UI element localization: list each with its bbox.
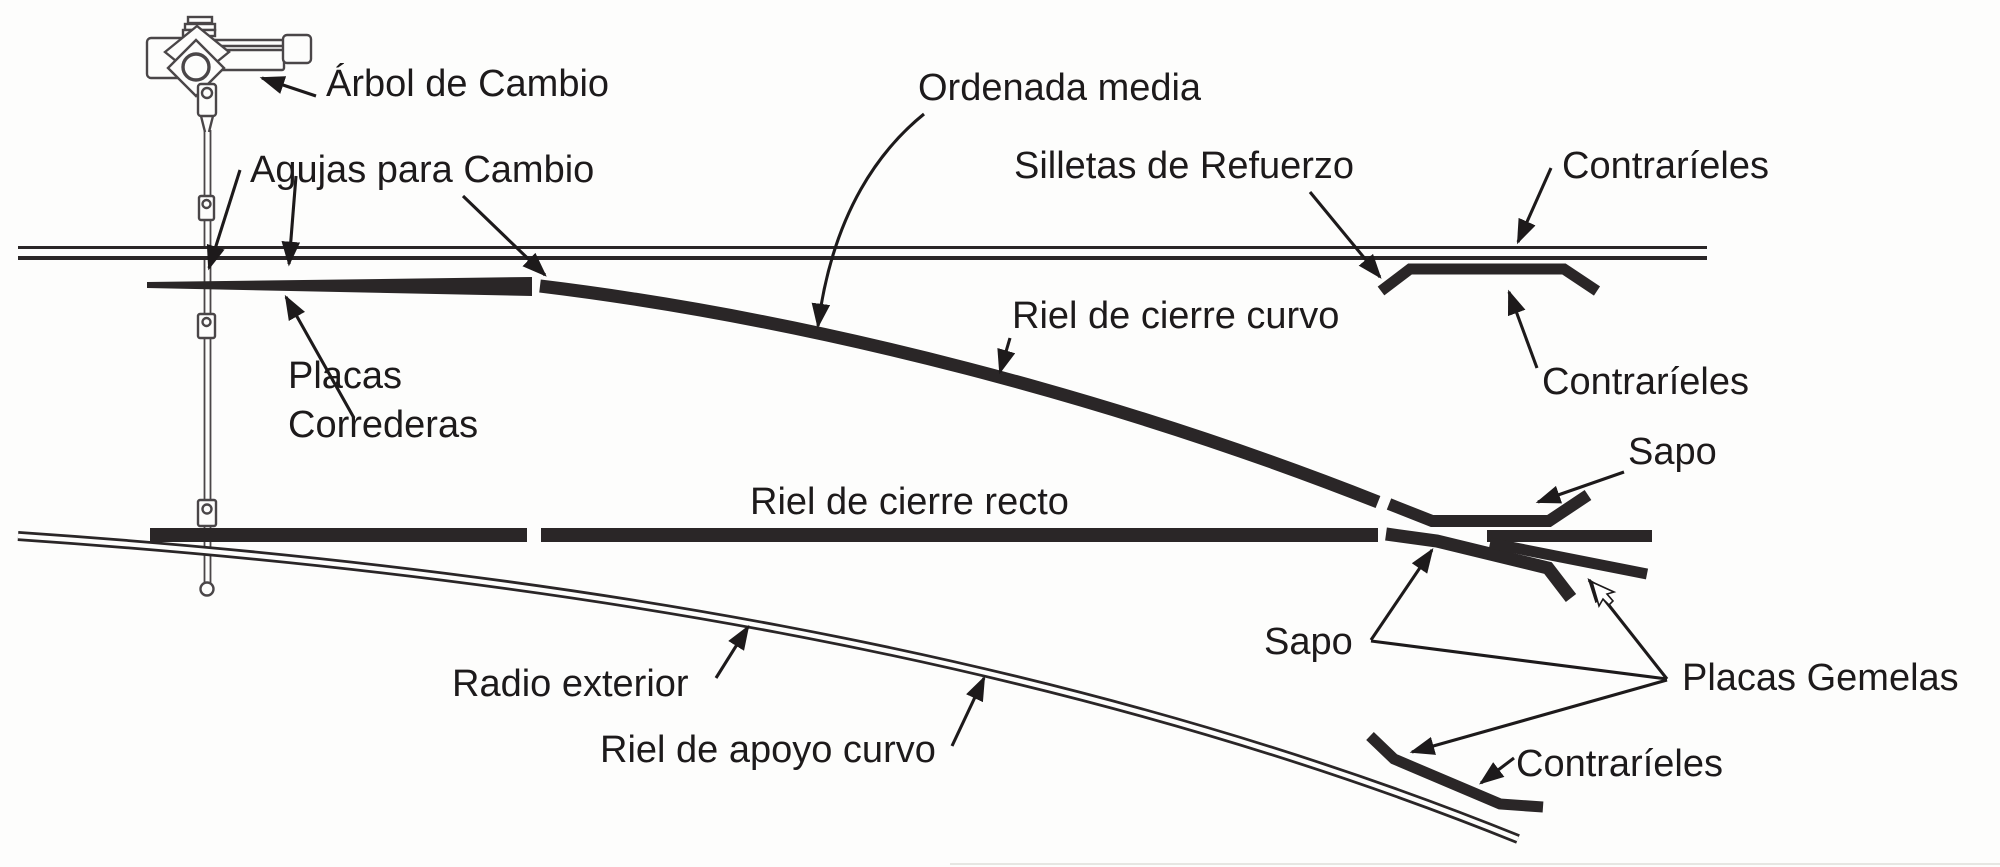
leader-riel-apoyo-curvo	[950, 675, 986, 747]
leader-placas-correderas	[284, 294, 356, 419]
label-placas-gemelas: Placas Gemelas	[1682, 657, 1959, 699]
leader-contrarieles-superior	[1516, 167, 1553, 245]
curved-closure-rail	[539, 279, 1381, 509]
leader-agujas-3	[461, 194, 547, 277]
label-agujas-para-cambio: Agujas para Cambio	[250, 149, 595, 191]
label-sapo-inferior: Sapo	[1264, 621, 1353, 663]
leader-sapo-inferior	[1369, 547, 1434, 641]
switch-blade	[147, 277, 532, 296]
label-arbol-de-cambio: Árbol de Cambio	[326, 63, 610, 105]
leader-sapo-superior	[1535, 470, 1625, 504]
leader-arbol-de-cambio	[259, 76, 317, 98]
wing-rail-upper	[1386, 490, 1592, 527]
leader-radio-exterior	[714, 624, 750, 679]
leader-ordenada-media	[811, 112, 925, 329]
leader-agujas-2	[281, 175, 301, 267]
guard-rail-top	[1377, 263, 1601, 296]
switch-stand-drawing	[145, 15, 313, 133]
leader-contrarieles-medio	[1507, 289, 1539, 369]
label-placas-correderas: Placas Correderas	[288, 355, 479, 447]
leader-arrows	[206, 76, 1669, 785]
leader-contrarieles-inferior	[1479, 756, 1515, 785]
label-riel-de-cierre-curvo: Riel de cierre curvo	[1012, 295, 1340, 337]
leader-silletas	[1308, 191, 1382, 279]
label-radio-exterior: Radio exterior	[452, 663, 689, 705]
label-sapo-superior: Sapo	[1628, 431, 1717, 473]
label-silletas-de-refuerzo: Silletas de Refuerzo	[1014, 145, 1355, 187]
leader-placas-gemelas-down	[1409, 678, 1668, 755]
label-contrarieles-inferior: Contraríeles	[1516, 743, 1723, 785]
leader-agujas-1	[206, 169, 242, 271]
label-riel-de-apoyo-curvo: Riel de apoyo curvo	[600, 729, 936, 771]
outer-curved-rail	[17, 531, 1520, 844]
wing-rail-lower	[1385, 527, 1577, 602]
leader-sapo-to-placas	[1370, 639, 1668, 681]
guard-rail-bottom	[1366, 732, 1544, 813]
mouse-cursor-icon	[1590, 580, 1617, 609]
stock-rail-straight	[18, 246, 1707, 260]
label-riel-de-cierre-recto: Riel de cierre recto	[750, 481, 1069, 523]
rod-connectors	[196, 194, 218, 597]
frog-point	[1487, 530, 1652, 580]
label-contrarieles-medio: Contraríeles	[1542, 361, 1749, 403]
leader-riel-cierre-curvo	[997, 337, 1016, 375]
label-contrarieles-superior: Contraríeles	[1562, 145, 1769, 187]
label-ordenada-media: Ordenada media	[918, 67, 1202, 109]
